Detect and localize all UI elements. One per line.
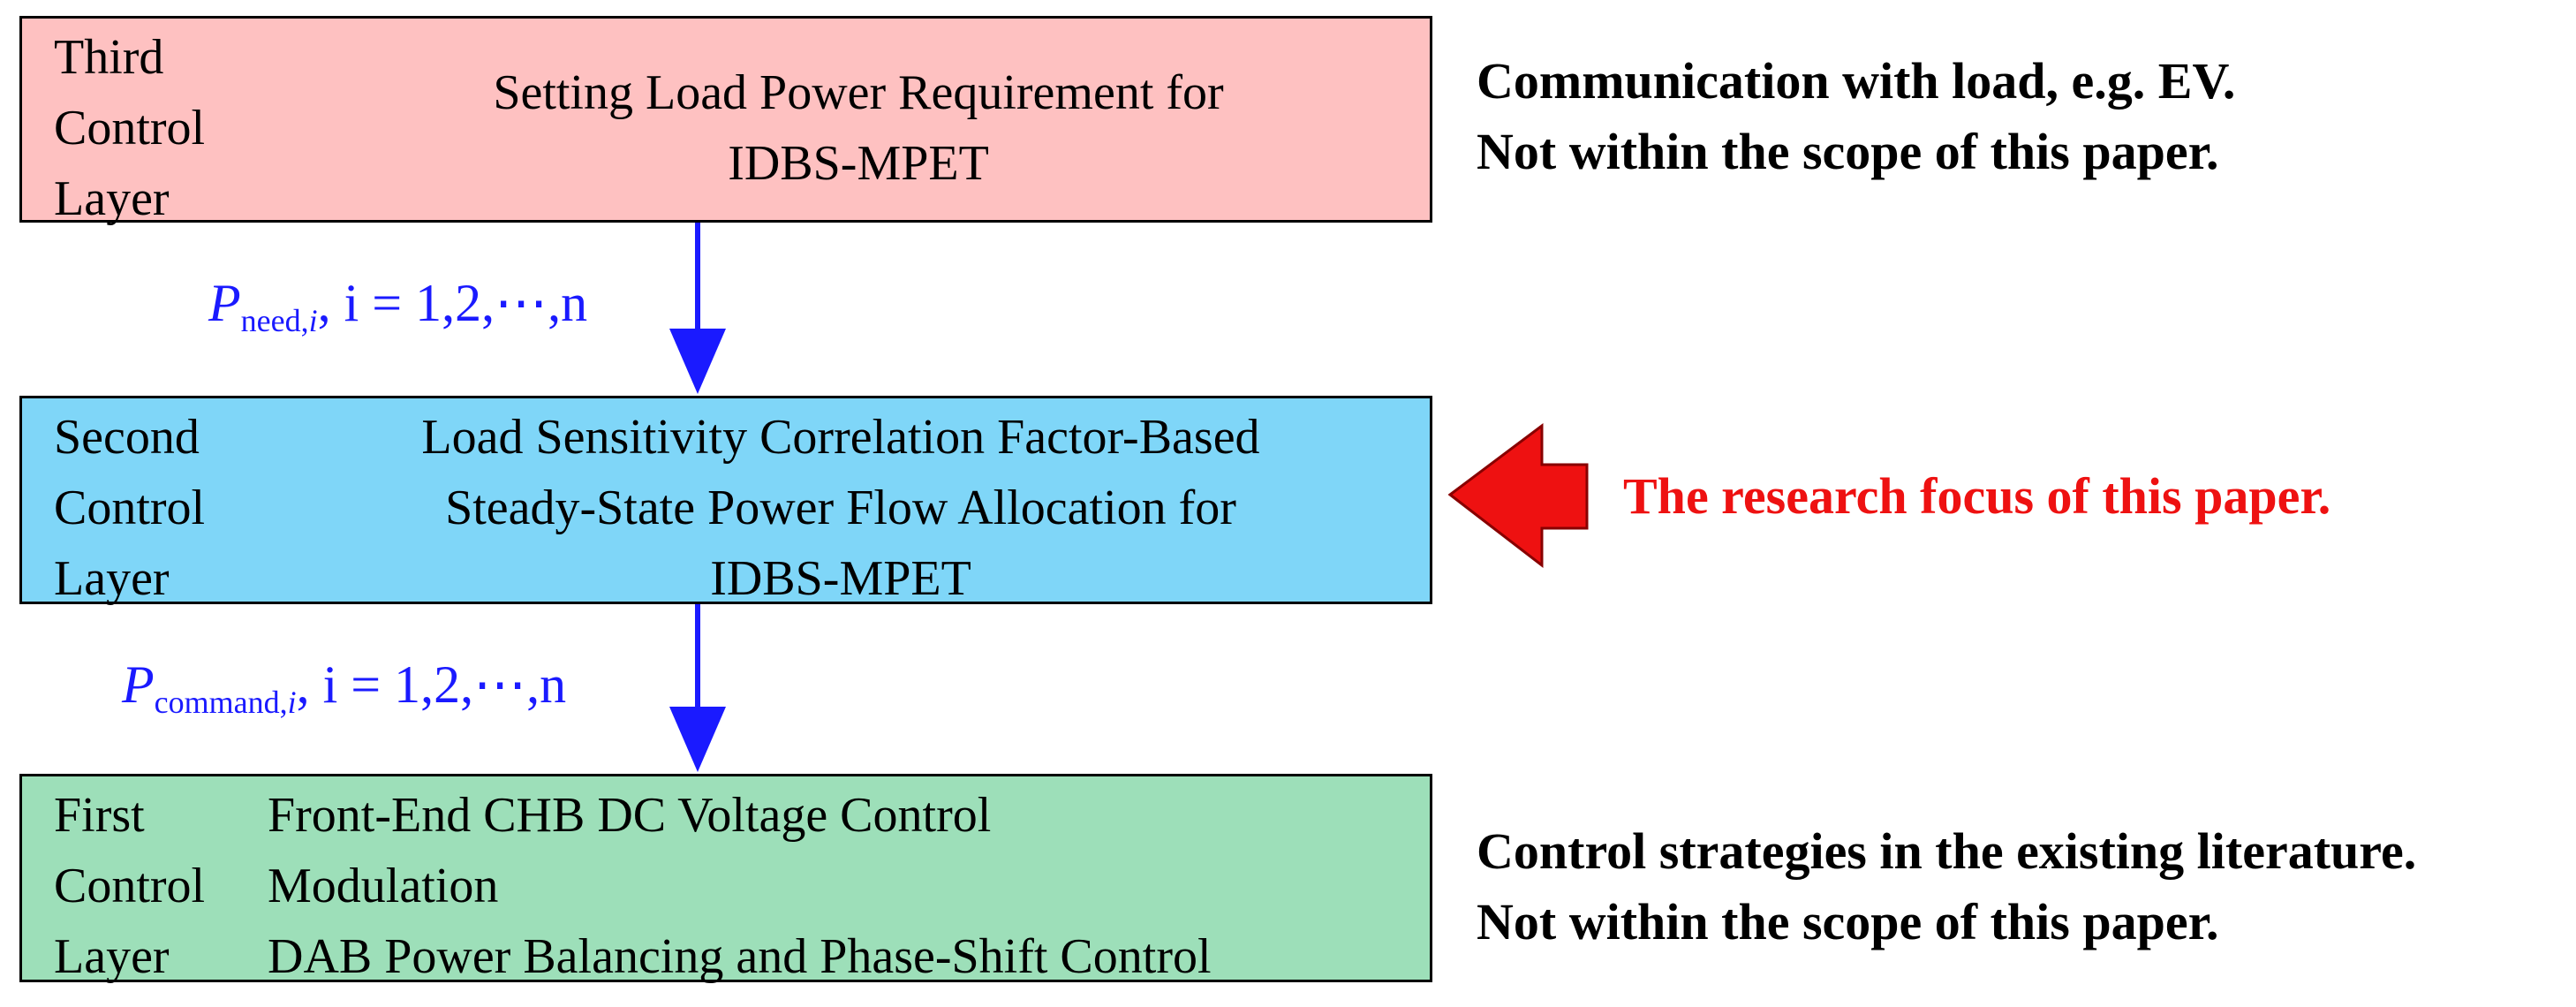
- p-need-range: , i = 1,2,⋯,n: [317, 274, 588, 332]
- second-layer-label: Second Control Layer: [54, 402, 205, 614]
- third-layer-label: Third Control Layer: [54, 22, 205, 234]
- note-bottom-line: Not within the scope of this paper.: [1477, 893, 2219, 950]
- second-layer-label-line: Layer: [54, 551, 170, 606]
- arrow-head: [669, 707, 726, 772]
- first-layer-label-line: Layer: [54, 929, 170, 984]
- second-control-layer-box: Second Control Layer Load Sensitivity Co…: [19, 396, 1432, 606]
- p-command-range: , i = 1,2,⋯,n: [296, 655, 567, 714]
- p-command-symbol: P: [122, 655, 155, 714]
- second-layer-label-line: Control: [54, 481, 206, 535]
- note-top: Communication with load, e.g. EV. Not wi…: [1477, 46, 2235, 187]
- arrow-second-to-first: [669, 604, 726, 772]
- p-command-label: Pcommand,i, i = 1,2,⋯,n: [122, 654, 566, 721]
- third-control-layer-box: Third Control Layer Setting Load Power R…: [19, 16, 1432, 226]
- first-layer-label-line: Control: [54, 859, 206, 913]
- second-layer-content-line: Steady-State Power Flow Allocation for: [445, 481, 1236, 535]
- third-layer-content-line: Setting Load Power Requirement for: [493, 65, 1224, 120]
- third-layer-label-line: Layer: [54, 171, 170, 226]
- arrow-head: [669, 329, 726, 394]
- second-layer-label-line: Second: [54, 410, 200, 465]
- third-layer-label-line: Control: [54, 101, 206, 155]
- p-need-subscript-index: i: [308, 303, 318, 338]
- note-bottom-line: Control strategies in the existing liter…: [1477, 822, 2417, 880]
- p-need-subscript: need,: [240, 303, 309, 338]
- p-need-symbol: P: [208, 274, 241, 332]
- first-layer-label-line: First: [54, 788, 145, 843]
- arrow-third-to-second: [669, 223, 726, 394]
- red-pointer-arrow-icon: [1447, 423, 1589, 569]
- first-layer-label: First Control Layer: [54, 780, 205, 992]
- first-layer-content-line: DAB Power Balancing and Phase-Shift Cont…: [268, 929, 1212, 984]
- note-bottom: Control strategies in the existing liter…: [1477, 816, 2416, 958]
- p-need-label: Pneed,i, i = 1,2,⋯,n: [208, 272, 587, 339]
- first-layer-content: Front-End CHB DC Voltage Control Modulat…: [268, 780, 1212, 992]
- note-research-focus: The research focus of this paper.: [1623, 467, 2331, 525]
- second-layer-content-line: Load Sensitivity Correlation Factor-Base…: [421, 410, 1260, 465]
- first-layer-content-line: Modulation: [268, 859, 499, 913]
- p-command-subscript-index: i: [287, 685, 297, 720]
- third-layer-content: Setting Load Power Requirement for IDBS-…: [287, 57, 1430, 199]
- p-command-subscript: command,: [154, 685, 288, 720]
- first-control-layer-box: First Control Layer Front-End CHB DC Vol…: [19, 774, 1432, 984]
- first-layer-content-line: Front-End CHB DC Voltage Control: [268, 788, 992, 843]
- note-top-line: Communication with load, e.g. EV.: [1477, 52, 2236, 110]
- note-top-line: Not within the scope of this paper.: [1477, 123, 2219, 180]
- third-layer-label-line: Third: [54, 30, 164, 85]
- second-layer-content: Load Sensitivity Correlation Factor-Base…: [252, 402, 1430, 614]
- third-layer-content-line: IDBS-MPET: [728, 136, 989, 191]
- second-layer-content-line: IDBS-MPET: [710, 551, 971, 606]
